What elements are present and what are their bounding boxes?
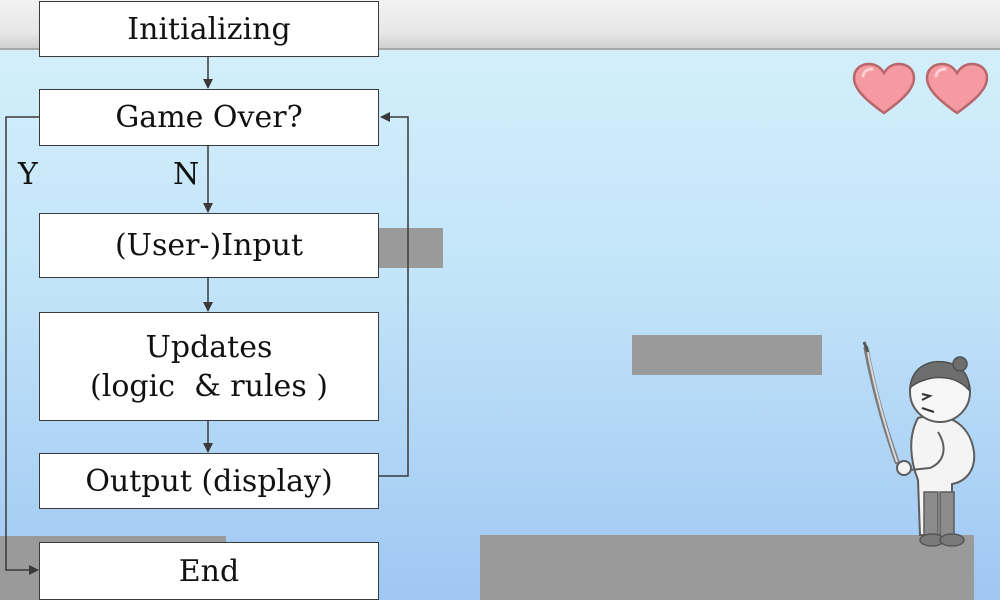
end-label: End xyxy=(178,553,240,589)
platform-small xyxy=(378,228,443,268)
initializing-box: Initializing xyxy=(39,1,379,57)
game-over-decision-box: Game Over? xyxy=(39,89,379,146)
output-box: Output (display) xyxy=(39,453,379,509)
output-label: Output (display) xyxy=(85,463,333,499)
updates-sublabel: (logic & rules ) xyxy=(90,368,328,404)
game-over-label: Game Over? xyxy=(115,100,303,135)
updates-label: Updates xyxy=(145,329,273,365)
no-branch-label: N xyxy=(173,157,200,192)
samurai-character xyxy=(862,341,976,547)
heart-icon xyxy=(852,62,916,115)
initializing-label: Initializing xyxy=(127,11,291,47)
heart-icon xyxy=(925,62,989,115)
platform-floating xyxy=(632,335,822,375)
updates-box: Updates (logic & rules ) xyxy=(39,312,379,421)
input-box: (User-)Input xyxy=(39,213,379,278)
ground-right xyxy=(480,535,974,600)
end-box: End xyxy=(39,542,379,600)
yes-branch-label: Y xyxy=(18,157,38,192)
input-label: (User-)Input xyxy=(114,228,304,263)
